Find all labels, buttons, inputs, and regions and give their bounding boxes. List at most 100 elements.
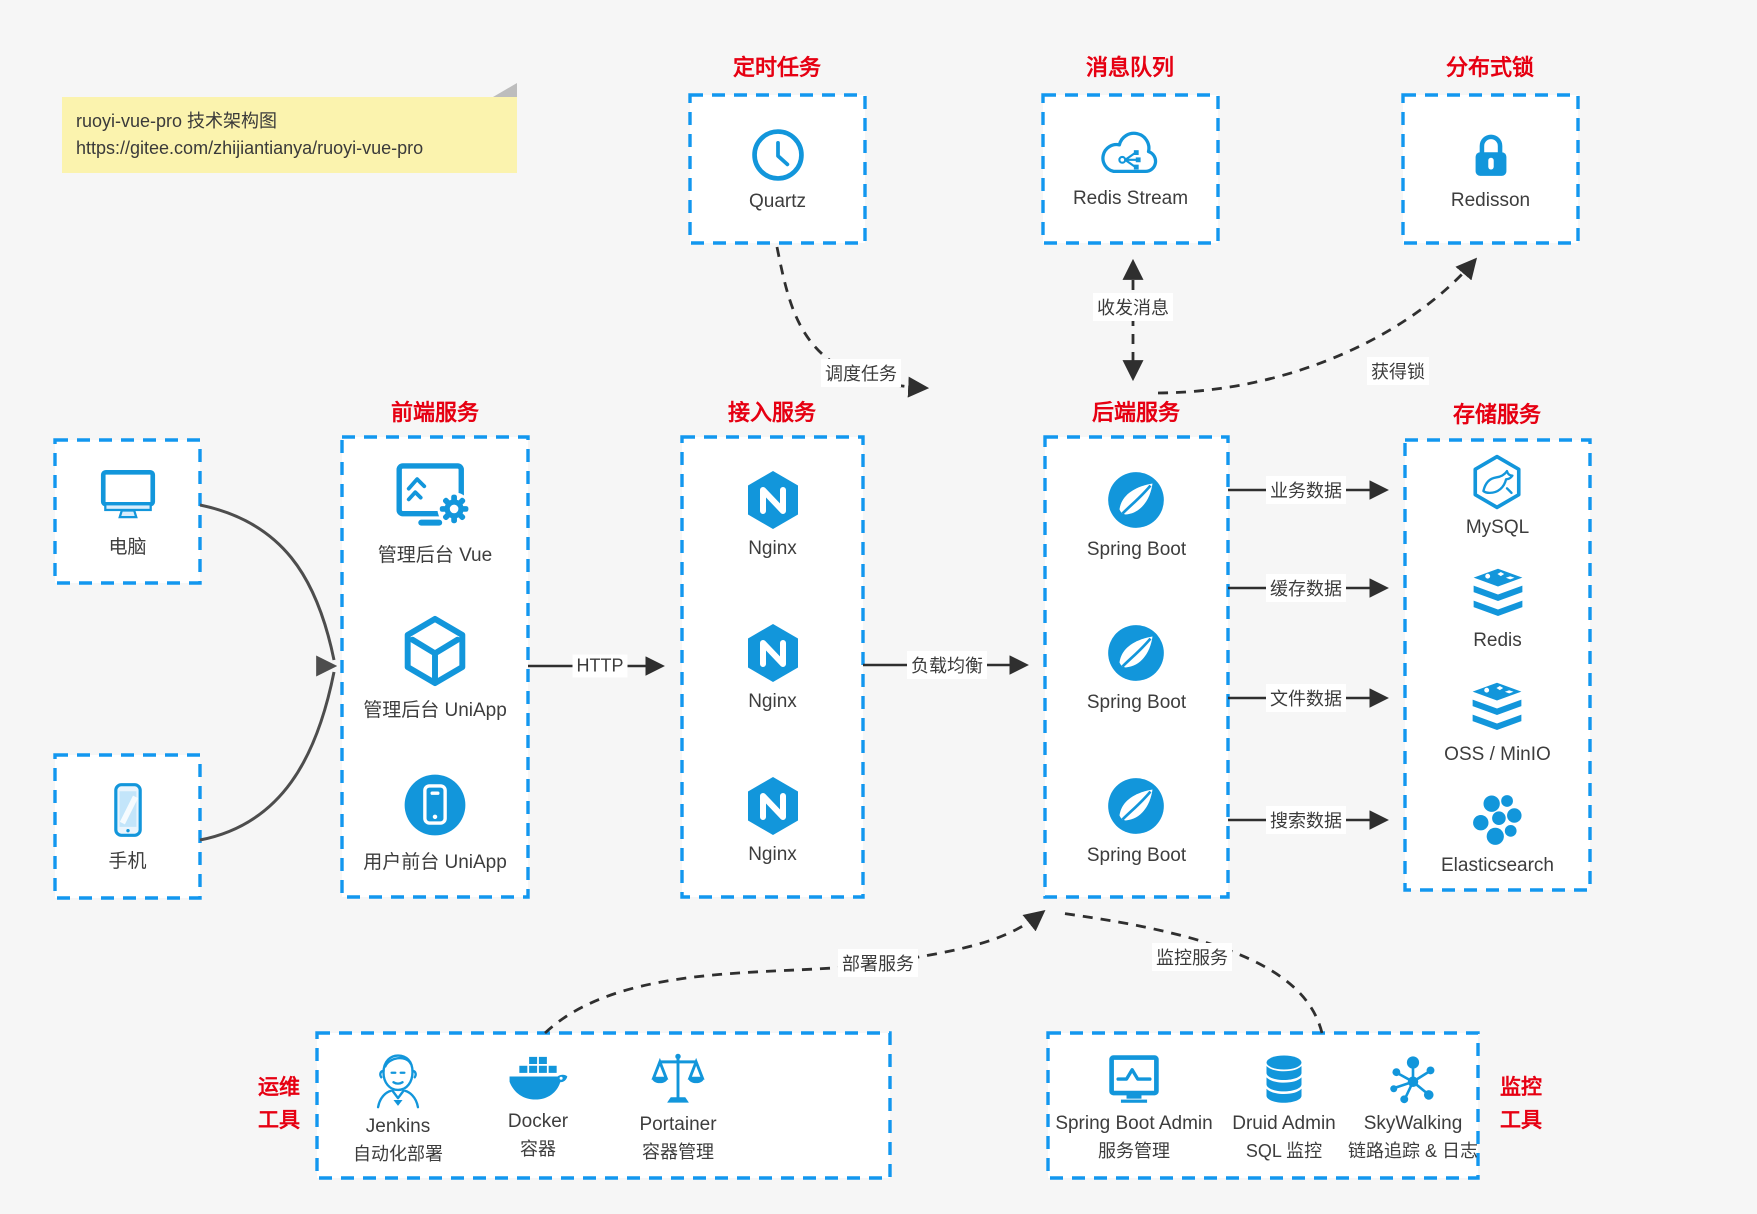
node-label: Redisson (1450, 190, 1531, 211)
box-frontend: 管理后台 Vue 管理后台 UniApp 用户前台 UniApp (342, 437, 528, 897)
node-spring-boot-admin: Spring Boot Admin 服务管理 (1048, 1052, 1220, 1162)
spring-icon (1108, 625, 1165, 681)
node-quartz: Quartz (748, 125, 808, 213)
deploy-curve (544, 910, 1046, 1035)
node-phone: 手机 (98, 780, 158, 873)
node-label: Nginx (748, 844, 797, 866)
edge-label-deploy: 部署服务 (838, 949, 918, 977)
edge-label-lock: 获得锁 (1367, 357, 1429, 385)
title-storage: 存储服务 (1452, 402, 1542, 427)
title-scheduler: 定时任务 (732, 55, 822, 80)
jenkins-icon (376, 1054, 420, 1109)
nginx-icon (747, 777, 798, 836)
note-url: https://gitee.com/zhijiantianya/ruoyi-vu… (76, 138, 424, 158)
tool-name: Portainer (639, 1114, 717, 1136)
node-redis-stream: Redis Stream (1073, 128, 1188, 210)
node-spring-boot-2: Spring Boot (1087, 620, 1186, 714)
clock-icon (751, 129, 804, 181)
lock-curve (1157, 257, 1478, 395)
node-nginx-2: Nginx (741, 621, 805, 713)
note-title: ruoyi-vue-pro 技术架构图 (76, 111, 278, 131)
tool-desc: 链路追踪 & 日志 (1348, 1141, 1479, 1162)
box-lock: Redisson (1403, 95, 1578, 243)
nginx-icon (747, 623, 798, 682)
box-backend: Spring Boot Spring Boot Spring Boot (1045, 437, 1228, 897)
tool-name: Spring Boot Admin (1055, 1113, 1213, 1135)
phone-to-frontend-curve (199, 671, 336, 842)
admin-vue-icon (396, 463, 471, 526)
sticky-note: ruoyi-vue-pro 技术架构图 https://gitee.com/zh… (62, 83, 517, 173)
box-mq: Redis Stream (1043, 95, 1218, 243)
node-label: OSS / MinIO (1444, 743, 1551, 765)
pc-to-frontend-curve (199, 503, 336, 661)
node-label: Spring Boot (1086, 691, 1187, 713)
node-spring-boot-1: Spring Boot (1087, 467, 1186, 561)
edge-label-load-balance: 负载均衡 (907, 651, 987, 679)
node-elasticsearch: Elasticsearch (1441, 791, 1554, 877)
node-label: 管理后台 Vue (377, 545, 493, 567)
edge-label-search-data: 搜索数据 (1266, 806, 1346, 834)
docker-icon (509, 1057, 568, 1100)
node-label: Spring Boot (1086, 538, 1187, 560)
smartphone-icon (113, 783, 142, 837)
node-nginx-1: Nginx (741, 468, 805, 560)
lock-icon (1475, 134, 1506, 176)
node-label: Nginx (748, 690, 797, 712)
spring-boot-admin-icon (1109, 1055, 1159, 1104)
node-label: 管理后台 UniApp (363, 700, 507, 722)
tool-name: Druid Admin (1232, 1113, 1336, 1135)
portainer-icon (651, 1054, 705, 1104)
node-mysql: MySQL (1466, 453, 1529, 539)
uniapp-cube-icon (404, 616, 466, 687)
node-redis: Redis (1468, 564, 1528, 652)
druid-icon (1266, 1055, 1302, 1104)
tool-name: Docker (507, 1111, 569, 1133)
node-druid: Druid Admin SQL 监控 (1220, 1052, 1348, 1162)
tool-name: Jenkins (365, 1116, 431, 1138)
node-user-uniapp: 用户前台 UniApp (363, 769, 507, 874)
edge-label-cache-data: 缓存数据 (1266, 574, 1346, 602)
mysql-icon (1473, 454, 1522, 509)
box-ops-tools: Jenkins 自动化部署 Docker 容器 (317, 1033, 890, 1178)
desktop-icon (100, 469, 155, 519)
tool-desc: 自动化部署 (353, 1144, 443, 1165)
tool-desc: 服务管理 (1098, 1141, 1170, 1162)
title-backend: 后端服务 (1091, 400, 1181, 425)
node-label: MySQL (1465, 516, 1530, 538)
node-label: Redis (1473, 630, 1522, 652)
box-pc: 电脑 (55, 440, 200, 583)
title-mq: 消息队列 (1085, 55, 1175, 80)
edge-label-monitor: 监控服务 (1152, 943, 1232, 971)
tool-desc: SQL 监控 (1245, 1141, 1323, 1162)
title-lock: 分布式锁 (1445, 55, 1535, 80)
node-label: 用户前台 UniApp (363, 851, 507, 873)
edge-label-http: HTTP (572, 654, 628, 678)
node-redisson: Redisson (1451, 126, 1530, 212)
elasticsearch-icon (1472, 795, 1522, 846)
box-gateway: Nginx Nginx Nginx (682, 437, 863, 897)
edge-label-biz-data: 业务数据 (1266, 476, 1346, 504)
tool-desc: 容器 (520, 1139, 556, 1160)
title-ops-tools: 运维 工具 (258, 1076, 300, 1132)
node-jenkins: Jenkins 自动化部署 (323, 1049, 473, 1165)
node-label: Spring Boot (1086, 845, 1187, 867)
node-nginx-3: Nginx (741, 774, 805, 866)
node-skywalking: SkyWalking 链路追踪 & 日志 (1348, 1052, 1478, 1162)
title-frontend: 前端服务 (390, 400, 480, 425)
redis-stack-icon (1473, 682, 1522, 730)
node-portainer: Portainer 容器管理 (603, 1051, 753, 1163)
box-monitoring-tools: Spring Boot Admin 服务管理 Druid Admin SQL 监… (1048, 1033, 1478, 1178)
nginx-icon (747, 470, 798, 529)
node-label: Quartz (748, 191, 807, 212)
box-storage: MySQL Redis (1405, 440, 1590, 890)
node-admin-uniapp: 管理后台 UniApp (363, 613, 507, 722)
edge-label-schedule: 调度任务 (821, 359, 901, 387)
tool-desc: 容器管理 (642, 1142, 714, 1163)
node-oss-minio: OSS / MinIO (1444, 678, 1551, 766)
redis-stack-icon (1473, 568, 1522, 617)
skywalking-icon (1390, 1056, 1435, 1104)
box-phone: 手机 (55, 755, 200, 898)
edge-label-file-data: 文件数据 (1266, 684, 1346, 712)
title-monitoring-tools: 监控 工具 (1500, 1076, 1542, 1132)
